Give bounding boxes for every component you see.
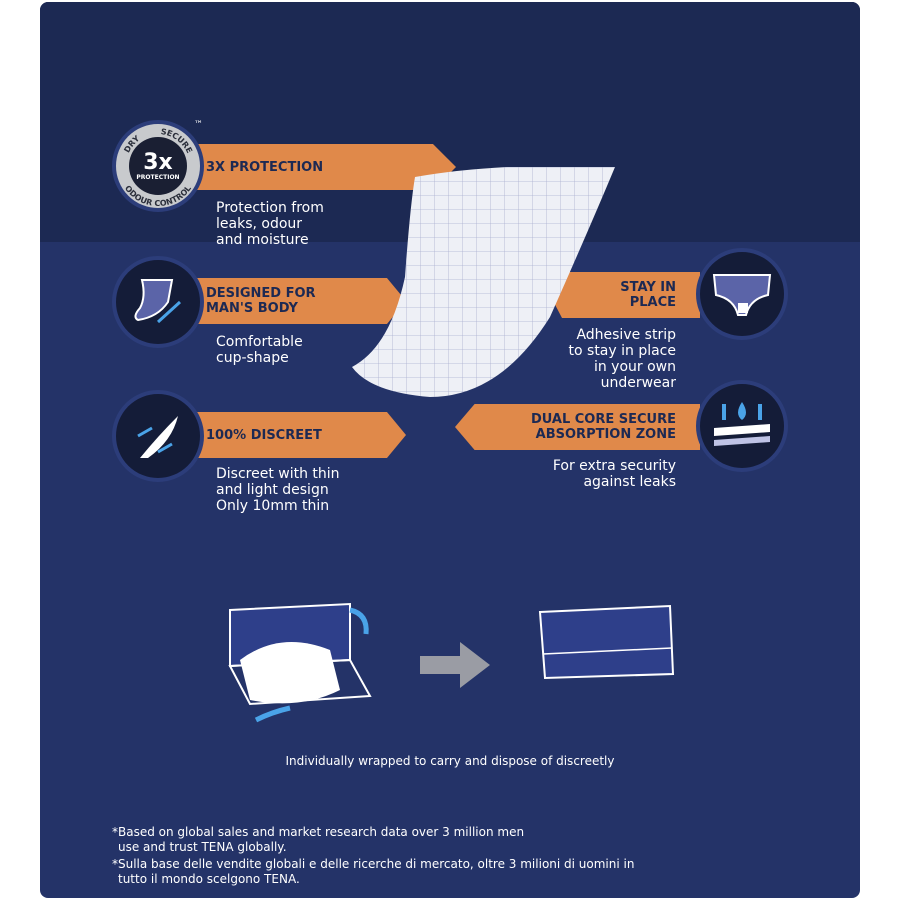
desc-line: to stay in place bbox=[568, 343, 676, 359]
feature-title: STAY IN bbox=[620, 280, 676, 295]
feature-desc-stay: Adhesive strip to stay in place in your … bbox=[569, 327, 676, 391]
footnote-line: *Based on global sales and market resear… bbox=[112, 825, 525, 839]
desc-line: and light design bbox=[216, 482, 329, 498]
feature-desc-discreet: Discreet with thin and light design Only… bbox=[216, 466, 340, 514]
badge-center-text: 3x bbox=[143, 149, 173, 175]
feature-band-discreet: 100% DISCREET bbox=[168, 412, 406, 458]
footnote-it: *Sulla base delle vendite globali e dell… bbox=[112, 857, 634, 887]
desc-line: Protection from bbox=[216, 200, 324, 216]
feature-band-stay-in-place: STAY IN PLACE bbox=[550, 272, 700, 318]
wrapped-pad-closed-icon bbox=[538, 604, 675, 680]
footnote-en: *Based on global sales and market resear… bbox=[112, 825, 524, 855]
feature-desc-mans-body: Comfortable cup-shape bbox=[216, 334, 303, 366]
feature-band-mans-body: DESIGNED FOR MAN'S BODY bbox=[168, 278, 406, 324]
absorption-layers-icon bbox=[696, 380, 788, 472]
cup-shape-icon bbox=[112, 256, 204, 348]
feature-title: DESIGNED FOR bbox=[206, 286, 316, 301]
product-panel: 3X PROTECTION DESIGNED FOR MAN'S BODY 10… bbox=[40, 2, 860, 898]
ring-word-dry: DRY bbox=[122, 134, 141, 154]
ring-word-secure: SECURE bbox=[160, 127, 194, 155]
arrow-right-icon bbox=[420, 642, 490, 688]
desc-line: underwear bbox=[600, 375, 676, 391]
feature-title: 100% DISCREET bbox=[206, 427, 322, 443]
feature-title: MAN'S BODY bbox=[206, 301, 298, 316]
footnote-line: tutto il mondo scelgono TENA. bbox=[118, 872, 300, 886]
wrap-caption: Individually wrapped to carry and dispos… bbox=[285, 754, 615, 768]
3x-protection-badge-icon: 3x PROTECTION bbox=[112, 120, 204, 212]
footnote-line: use and trust TENA globally. bbox=[118, 840, 287, 854]
wrapped-pad-open-icon bbox=[228, 602, 372, 723]
desc-line: Only 10mm thin bbox=[216, 498, 330, 514]
feature-desc-dual-core: For extra security against leaks bbox=[553, 458, 676, 490]
trademark: ™ bbox=[194, 120, 203, 130]
desc-line: against leaks bbox=[583, 474, 676, 490]
feature-title: PLACE bbox=[629, 295, 676, 310]
desc-line: Adhesive strip bbox=[576, 327, 676, 343]
feature-band-3x-protection: 3X PROTECTION bbox=[168, 144, 456, 190]
desc-line: and moisture bbox=[216, 232, 309, 248]
feature-title: 3X PROTECTION bbox=[206, 159, 324, 175]
underwear-icon bbox=[696, 248, 788, 340]
desc-line: leaks, odour bbox=[216, 216, 303, 232]
desc-line: in your own bbox=[593, 359, 676, 375]
ring-word-odour-control: ODOUR CONTROL bbox=[123, 184, 193, 208]
desc-line: Discreet with thin bbox=[216, 466, 340, 482]
footnote-line: *Sulla base delle vendite globali e dell… bbox=[112, 857, 635, 871]
desc-line: cup-shape bbox=[216, 350, 289, 366]
desc-line: For extra security bbox=[552, 458, 676, 474]
feature-title: DUAL CORE SECURE bbox=[530, 412, 676, 427]
thin-layer-icon bbox=[112, 390, 204, 482]
badge-ring-text: DRY SECURE ODOUR CONTROL bbox=[122, 127, 194, 208]
feature-title: ABSORPTION ZONE bbox=[535, 427, 676, 442]
badge-sub-text: PROTECTION bbox=[136, 173, 180, 181]
desc-line: Comfortable bbox=[216, 334, 303, 350]
feature-band-dual-core: DUAL CORE SECURE ABSORPTION ZONE bbox=[455, 404, 700, 450]
feature-desc-3x: Protection from leaks, odour and moistur… bbox=[216, 200, 324, 248]
pad-product-image bbox=[352, 167, 615, 397]
